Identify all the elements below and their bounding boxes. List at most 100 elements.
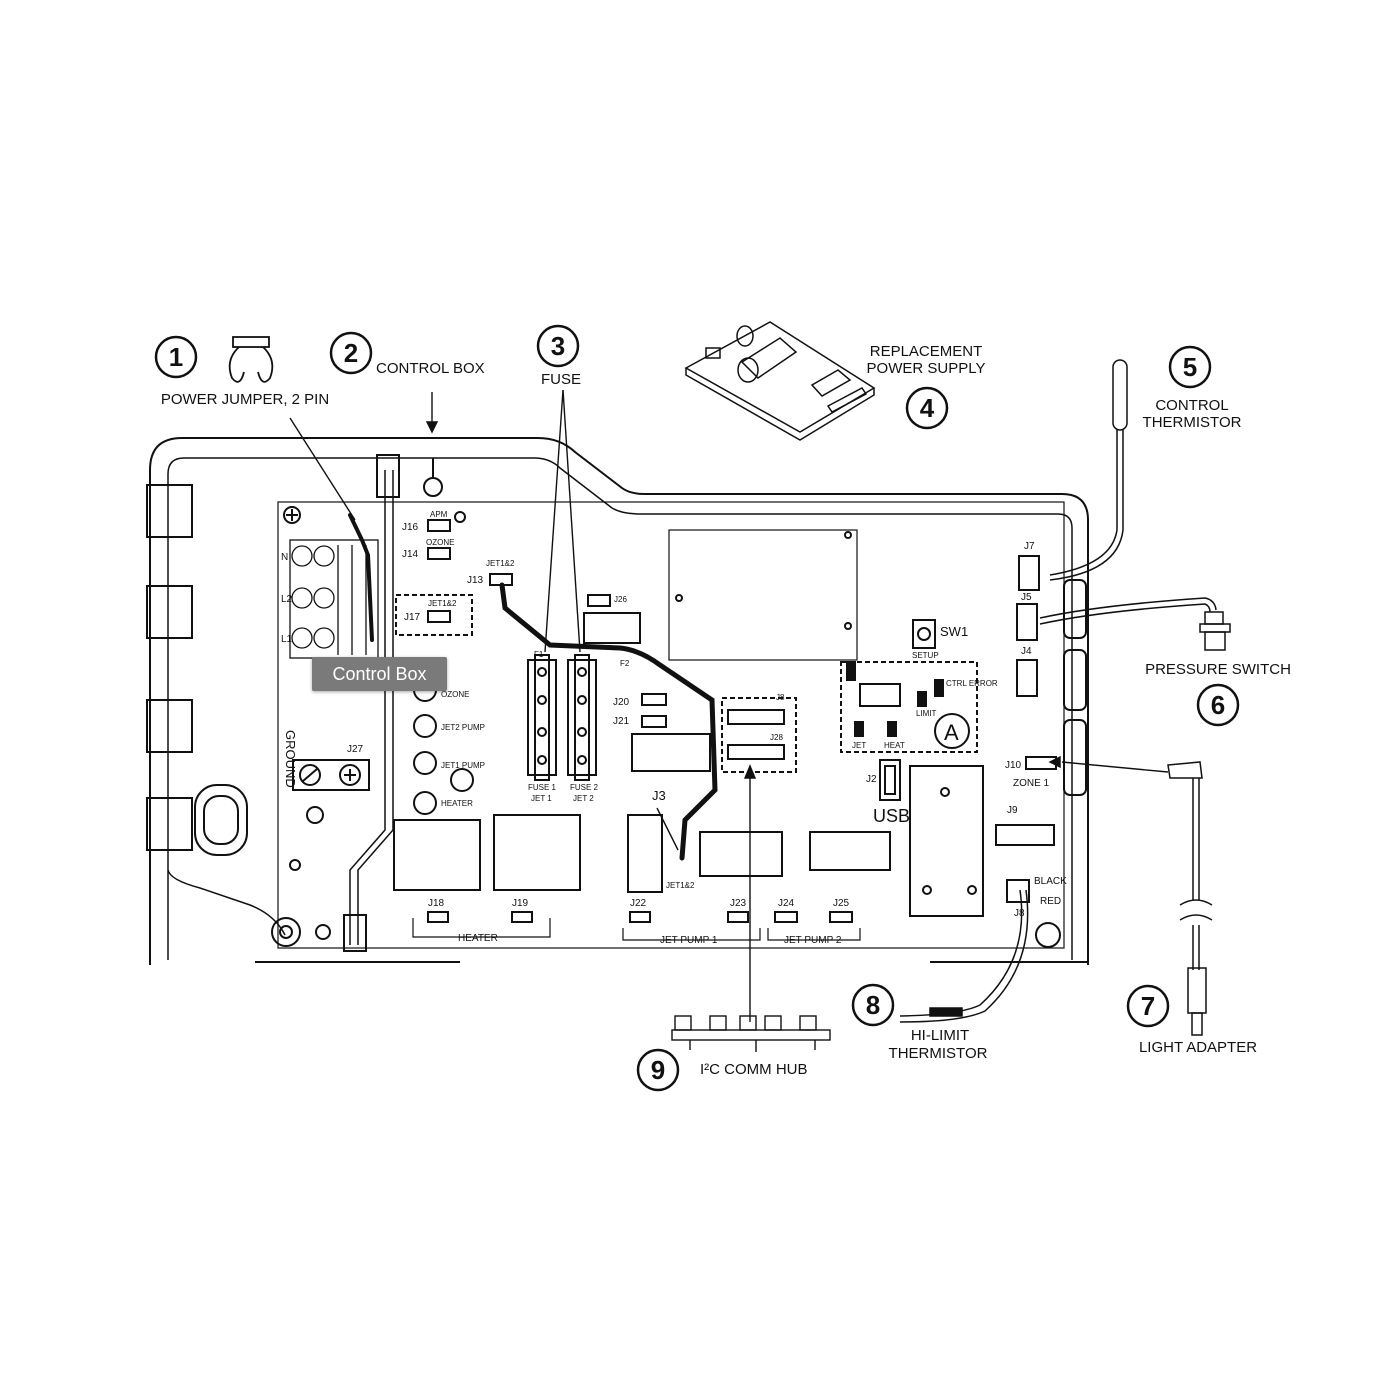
label-ozone: OZONE: [441, 690, 469, 699]
power-jumper-icon: [228, 336, 274, 383]
label-j25: J25: [833, 898, 850, 909]
main-module: [668, 529, 858, 661]
callout-8-num: 8: [866, 990, 880, 1020]
callout-2-circle: [329, 331, 373, 375]
label-l1: L1: [281, 634, 293, 645]
label-jet2-pump: JET2 PUMP: [441, 723, 485, 732]
callout-7-label: LIGHT ADAPTER: [1139, 1039, 1257, 1056]
label-limit: LIMIT: [916, 709, 937, 718]
label-j5: J5: [1021, 592, 1032, 603]
comm-hub-area: [721, 697, 797, 773]
label-black-hilimit: BLACK: [1034, 876, 1067, 887]
callout-5-label-line2: THERMISTOR: [1143, 414, 1242, 431]
label-heater: HEATER: [458, 933, 498, 944]
control-box-tooltip: Control Box: [312, 657, 447, 691]
jumper-wires: [348, 513, 718, 861]
label-fuse1: FUSE 1: [528, 783, 557, 792]
j14-header: [427, 547, 451, 560]
label-jet-led: JET: [852, 741, 866, 750]
knockout-3: [146, 699, 193, 753]
label-l2: L2: [281, 594, 293, 605]
callout-4-label-line1: REPLACEMENT: [870, 343, 983, 360]
callout-circles: [154, 324, 1240, 1092]
j26-header: [587, 594, 611, 607]
callout-1-num: 1: [169, 342, 183, 372]
label-j7: J7: [1024, 541, 1035, 552]
label-jet2: JET 2: [573, 794, 594, 803]
i2c-comm-hub-icon: [671, 1015, 831, 1052]
label-jet1: JET 1: [531, 794, 552, 803]
label-ozone-top: OZONE: [426, 538, 454, 547]
callout-8-circle: [851, 983, 895, 1027]
callout-4-label-line2: POWER SUPPLY: [867, 360, 986, 377]
label-setup: SETUP: [912, 651, 939, 660]
label-j22: J22: [630, 898, 647, 909]
j5-header: [1016, 603, 1038, 641]
label-ground: GROUND: [283, 730, 298, 788]
label-f2: F2: [620, 659, 630, 668]
label-j10: J10: [1005, 760, 1022, 771]
label-j23: J23: [730, 898, 747, 909]
fuse-holders: [527, 654, 597, 781]
callout-2-num: 2: [344, 338, 358, 368]
label-j21: J21: [613, 716, 630, 727]
terminal-block: [289, 539, 379, 659]
callout-8-label-line1: HI-LIMIT: [911, 1027, 969, 1044]
label-ctrl-error: CTRL ERROR: [946, 679, 998, 688]
knockout-2: [146, 585, 193, 639]
label-j14: J14: [402, 549, 419, 560]
callout-9-circle: [636, 1048, 680, 1092]
label-apm: APM: [430, 510, 448, 519]
label-jet12-bottom: JET1&2: [666, 881, 695, 890]
callout-8-label-line2: THERMISTOR: [889, 1045, 988, 1062]
label-j16: J16: [402, 522, 419, 533]
light-adapter: [1167, 761, 1213, 1036]
label-j18: J18: [428, 898, 445, 909]
label-j20: J20: [613, 697, 630, 708]
control-box-outline: [149, 437, 1089, 965]
j17-dashed: [395, 594, 473, 636]
label-j8-comm: J8: [776, 693, 785, 702]
callout-4-num: 4: [920, 393, 935, 423]
label-j13: J13: [467, 575, 484, 586]
usb-port: [879, 759, 901, 801]
label-jet12-mid: JET1&2: [428, 599, 457, 608]
callout-6-num: 6: [1211, 690, 1225, 720]
label-heater-g: HEATER: [441, 799, 473, 808]
label-jet1-pump: JET1 PUMP: [441, 761, 485, 770]
j16-header: [427, 519, 451, 532]
callout-9-label: I²C COMM HUB: [700, 1061, 808, 1078]
label-red-hilimit: RED: [1040, 896, 1061, 907]
indicator-area: [840, 661, 978, 753]
sw1-button: [912, 619, 936, 649]
j9-header: [995, 824, 1055, 846]
callout-6-circle: [1196, 683, 1240, 727]
label-j24: J24: [778, 898, 795, 909]
callout-1-label: POWER JUMPER, 2 PIN: [161, 391, 329, 408]
label-zone1: ZONE 1: [1013, 778, 1050, 789]
control-box-inner-outline: [167, 457, 1073, 960]
label-sw1: SW1: [940, 624, 968, 639]
pressure-switch: [1039, 597, 1231, 651]
label-a-mark: A: [944, 720, 959, 745]
knockout-4: [146, 797, 193, 851]
label-usb: USB: [873, 806, 910, 826]
j4-header: [1016, 659, 1038, 697]
callout-6-label: PRESSURE SWITCH: [1145, 661, 1291, 678]
control-thermistor: [1049, 359, 1128, 581]
label-j2: J2: [866, 774, 877, 785]
knockout-1: [146, 484, 193, 538]
callout-1-circle: [154, 335, 198, 379]
callout-2-label: CONTROL BOX: [376, 360, 485, 377]
label-f1: F1: [534, 650, 544, 659]
label-j3: J3: [652, 788, 666, 803]
callout-3-label: FUSE: [541, 371, 581, 388]
label-n: N: [281, 552, 288, 563]
power-supply-board: [684, 321, 876, 441]
label-j19: J19: [512, 898, 529, 909]
label-jet-pump-2: JET PUMP 2: [784, 935, 842, 946]
mount-screw-top: [283, 506, 301, 524]
main-pcb: [277, 501, 1065, 949]
callout-7-circle: [1126, 984, 1170, 1028]
